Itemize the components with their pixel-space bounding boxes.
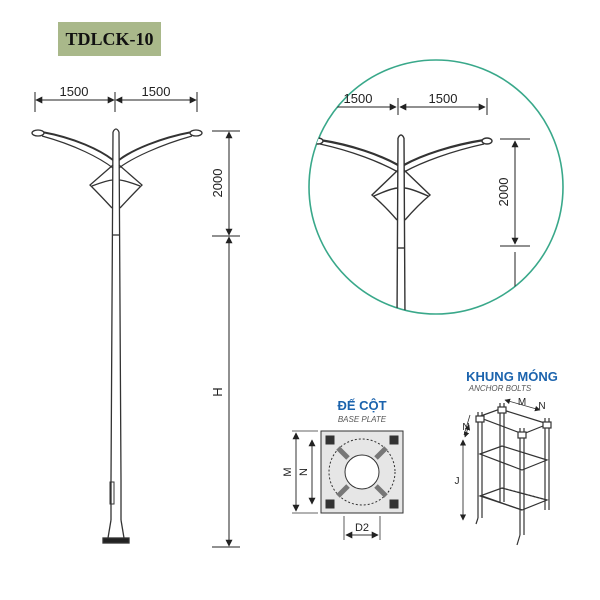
base-plate-title: ĐẾ CỘT <box>337 398 386 413</box>
anchor-bolts-drawing <box>459 398 552 546</box>
detail-dim-arm-left: 1500 <box>344 91 373 106</box>
base-plate-dim-d2: D2 <box>355 522 369 534</box>
dim-arm-left: 1500 <box>60 84 89 99</box>
anchor-dim-m: M <box>518 397 526 408</box>
dim-pole-height: H <box>210 387 225 396</box>
anchor-dim-n-right: N <box>538 401 545 412</box>
model-code-label: TDLCK-10 <box>58 22 161 56</box>
detail-dim-arm-height: 2000 <box>496 178 511 207</box>
detail-dim-arm-right: 1500 <box>429 91 458 106</box>
detail-circle <box>308 59 564 315</box>
dim-arm-height: 2000 <box>210 169 225 198</box>
anchor-dim-j: J <box>455 476 460 487</box>
base-plate-dim-n: N <box>298 468 310 476</box>
base-plate-subtitle: BASE PLATE <box>338 415 387 424</box>
anchor-dim-n-left: N <box>462 422 469 433</box>
dim-arm-right: 1500 <box>142 84 171 99</box>
main-pole <box>31 128 203 544</box>
main-dimensions <box>34 92 240 548</box>
base-plate-dim-m: M <box>282 467 294 476</box>
base-plate-drawing <box>292 430 404 540</box>
anchor-bolts-subtitle: ANCHOR BOLTS <box>468 384 532 393</box>
anchor-bolts-title: KHUNG MÓNG <box>466 369 558 384</box>
